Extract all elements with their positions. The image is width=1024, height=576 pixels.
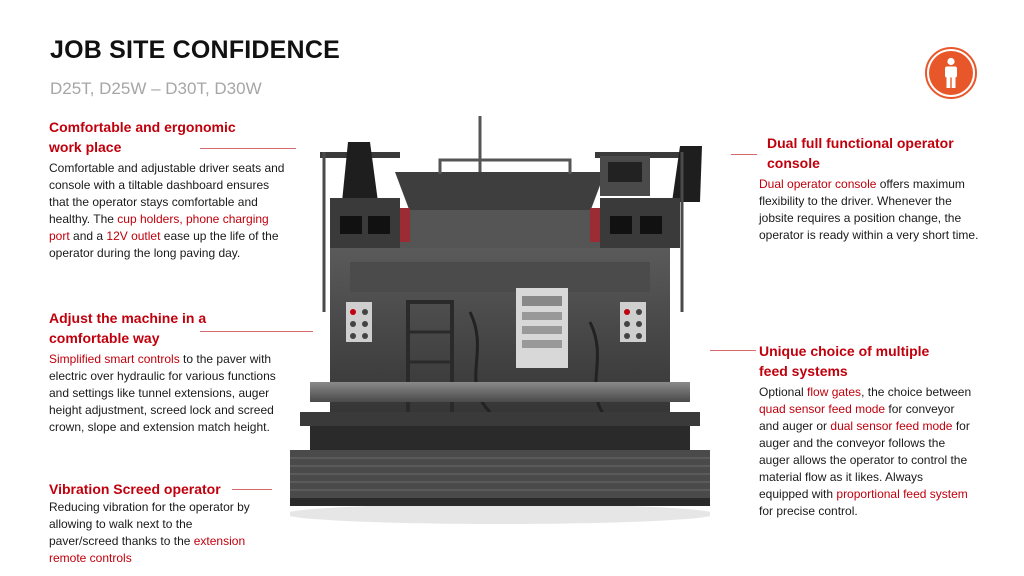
section-ergonomic: Comfortable and ergonomic work place Com… <box>49 117 289 262</box>
connector-line-adjust <box>200 331 313 332</box>
connector-line-ergonomic <box>200 148 296 149</box>
person-icon <box>945 57 957 88</box>
page-title: JOB SITE CONFIDENCE <box>50 36 340 64</box>
paver-machine-image <box>290 116 710 524</box>
section-heading: Unique choice of multiple feed systems <box>759 343 930 379</box>
section-adjust: Adjust the machine in a comfortable way … <box>49 308 289 436</box>
section-heading: Dual full functional operator console <box>767 135 954 171</box>
section-body: Simplified smart controls to the paver w… <box>49 352 276 434</box>
section-feed: Unique choice of multiple feed systems O… <box>759 341 974 520</box>
section-heading: Comfortable and ergonomic work place <box>49 119 236 155</box>
section-vibration: Vibration Screed operator Reducing vibra… <box>49 479 264 567</box>
section-body: Optional flow gates, the choice between … <box>759 385 972 518</box>
section-body: Dual operator console offers maximum fle… <box>759 177 979 242</box>
page-subtitle: D25T, D25W – D30T, D30W <box>50 79 262 98</box>
section-body: Reducing vibration for the operator by a… <box>49 500 250 565</box>
section-body: Comfortable and adjustable driver seats … <box>49 161 285 260</box>
person-badge <box>925 47 977 99</box>
connector-line-vibration <box>232 489 272 490</box>
connector-line-dual-console <box>731 154 757 155</box>
connector-line-feed <box>710 350 756 351</box>
section-dual-console: Dual full functional operator console Du… <box>759 133 979 244</box>
section-heading: Adjust the machine in a comfortable way <box>49 310 207 346</box>
section-heading: Vibration Screed operator <box>49 481 221 497</box>
